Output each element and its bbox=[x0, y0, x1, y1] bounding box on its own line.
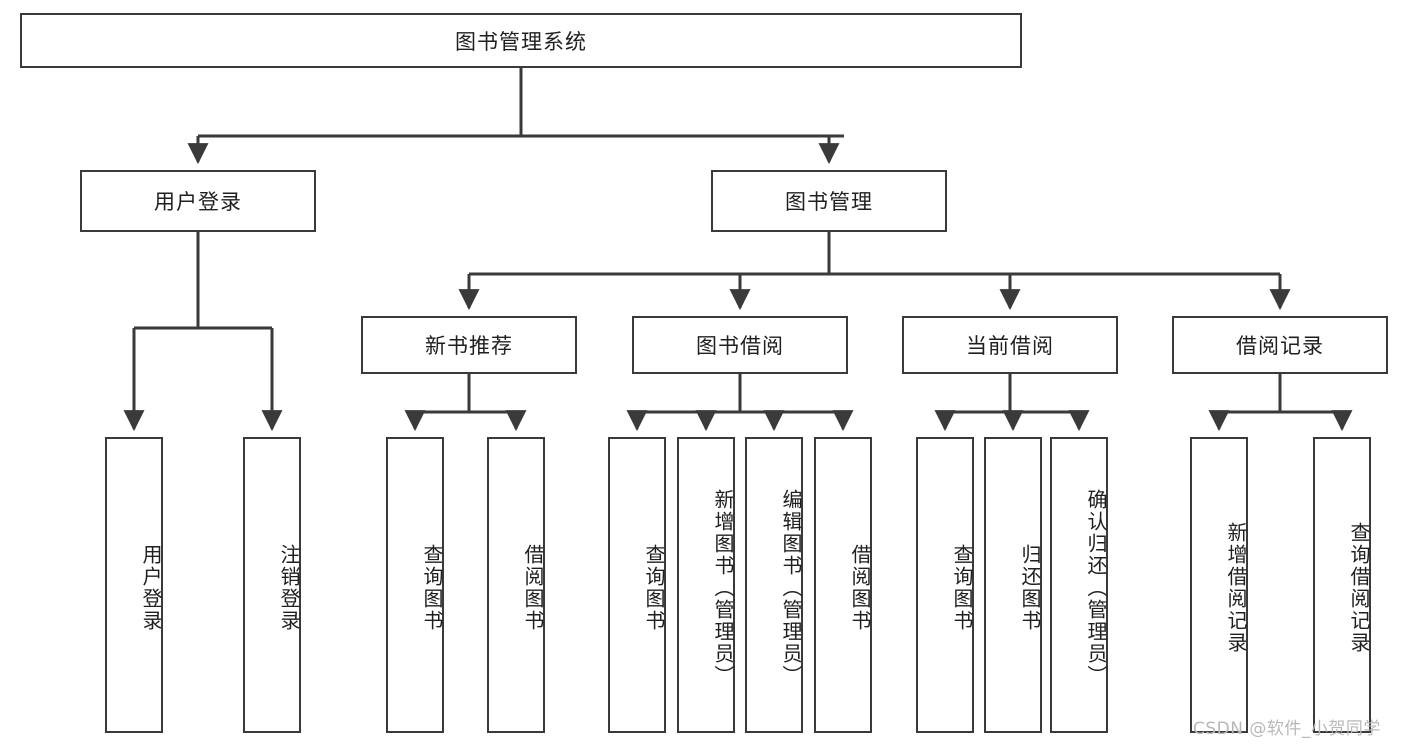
leaf-query-book-recommend[interactable]: 查询图书 bbox=[386, 437, 444, 733]
leaf-borrow-book-recommend-label: 借阅图书 bbox=[521, 544, 545, 632]
node-current-borrow[interactable]: 当前借阅 bbox=[902, 316, 1118, 374]
leaf-confirm-return-admin[interactable]: 确认归还（管理员） bbox=[1050, 437, 1108, 733]
leaf-return-book-label: 归还图书 bbox=[1018, 544, 1042, 632]
csdn-watermark: CSDN @软件_小贺同学 bbox=[1193, 719, 1381, 739]
node-book-borrow-label: 图书借阅 bbox=[696, 334, 784, 358]
leaf-query-book-current-label: 查询图书 bbox=[950, 544, 974, 632]
node-user-login[interactable]: 用户登录 bbox=[80, 170, 316, 232]
leaf-logout-login[interactable]: 注销登录 bbox=[243, 437, 301, 733]
node-book-management-label: 图书管理 bbox=[785, 190, 873, 214]
node-book-management[interactable]: 图书管理 bbox=[711, 170, 947, 232]
leaf-add-book-admin-label: 新增图书（管理员） bbox=[711, 489, 735, 687]
node-borrow-record-label: 借阅记录 bbox=[1236, 334, 1324, 358]
node-root-label: 图书管理系统 bbox=[455, 29, 587, 54]
leaf-query-book-current[interactable]: 查询图书 bbox=[916, 437, 974, 733]
leaf-user-login-label: 用户登录 bbox=[139, 544, 163, 632]
leaf-add-book-admin[interactable]: 新增图书（管理员） bbox=[677, 437, 735, 733]
leaf-edit-book-admin[interactable]: 编辑图书（管理员） bbox=[745, 437, 803, 733]
node-new-book-recommend[interactable]: 新书推荐 bbox=[361, 316, 577, 374]
node-borrow-record[interactable]: 借阅记录 bbox=[1172, 316, 1388, 374]
leaf-add-borrow-record-label: 新增借阅记录 bbox=[1224, 522, 1248, 654]
leaf-query-book-recommend-label: 查询图书 bbox=[420, 544, 444, 632]
leaf-edit-book-admin-label: 编辑图书（管理员） bbox=[779, 489, 803, 687]
leaf-query-borrow-record-label: 查询借阅记录 bbox=[1347, 522, 1371, 654]
leaf-query-book-borrow[interactable]: 查询图书 bbox=[608, 437, 666, 733]
leaf-return-book[interactable]: 归还图书 bbox=[984, 437, 1042, 733]
leaf-query-book-borrow-label: 查询图书 bbox=[642, 544, 666, 632]
node-user-login-label: 用户登录 bbox=[154, 190, 242, 214]
node-book-borrow[interactable]: 图书借阅 bbox=[632, 316, 848, 374]
leaf-logout-login-label: 注销登录 bbox=[277, 544, 301, 632]
leaf-user-login[interactable]: 用户登录 bbox=[105, 437, 163, 733]
node-root[interactable]: 图书管理系统 bbox=[20, 13, 1022, 68]
leaf-query-borrow-record[interactable]: 查询借阅记录 bbox=[1313, 437, 1371, 733]
leaf-add-borrow-record[interactable]: 新增借阅记录 bbox=[1190, 437, 1248, 733]
leaf-borrow-book[interactable]: 借阅图书 bbox=[814, 437, 872, 733]
node-current-borrow-label: 当前借阅 bbox=[966, 334, 1054, 358]
leaf-confirm-return-admin-label: 确认归还（管理员） bbox=[1084, 489, 1108, 687]
leaf-borrow-book-recommend[interactable]: 借阅图书 bbox=[487, 437, 545, 733]
node-new-book-recommend-label: 新书推荐 bbox=[425, 334, 513, 358]
leaf-borrow-book-label: 借阅图书 bbox=[848, 544, 872, 632]
